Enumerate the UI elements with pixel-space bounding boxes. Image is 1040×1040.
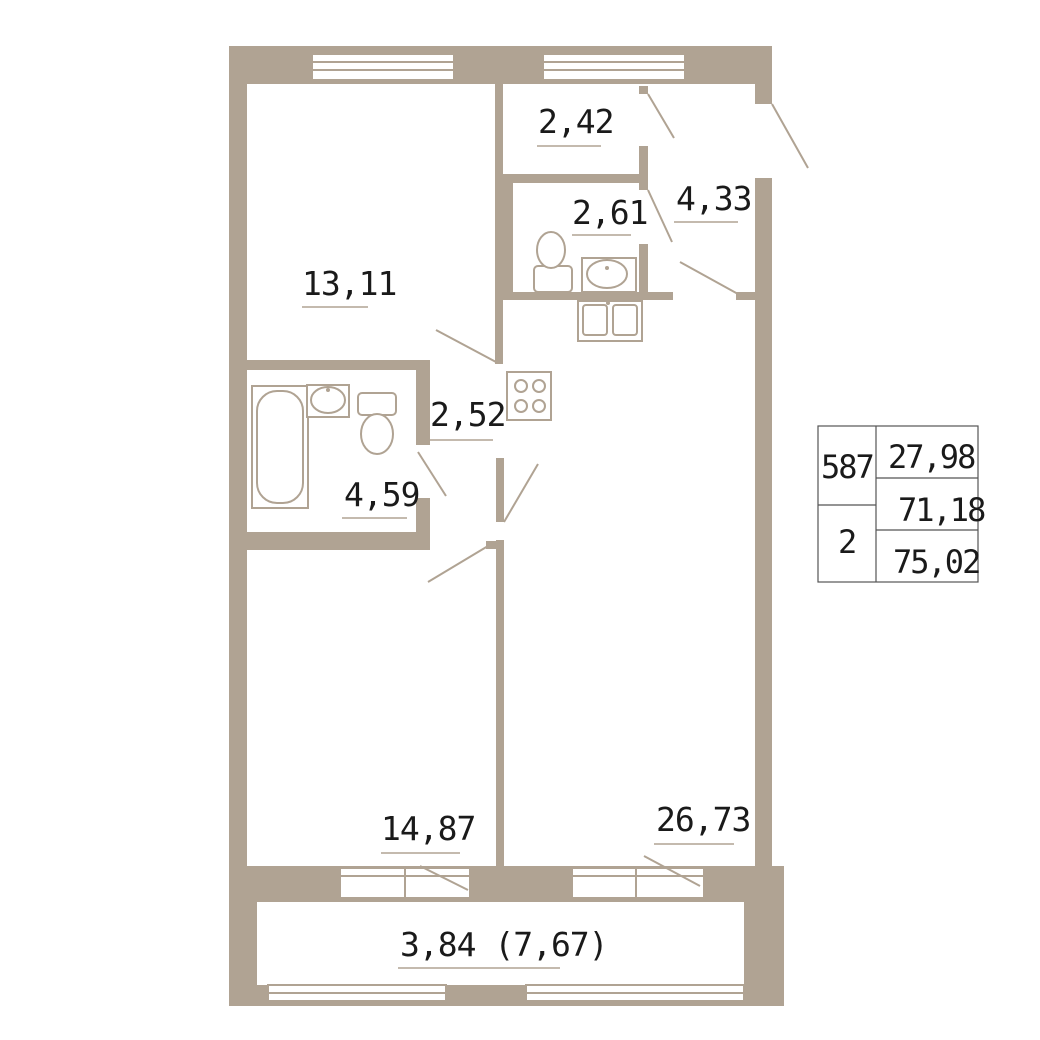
balcony-area-label: 3,84 (7,67) [400, 925, 608, 964]
outer-wall-right [755, 178, 772, 868]
stove-icon [506, 371, 552, 421]
door-storage [647, 93, 675, 139]
area-labels: 13,11 2,42 2,61 4,33 2,52 4,59 14,87 26,… [302, 102, 752, 969]
wall-mid-lower-b [496, 540, 504, 866]
bedroom-bottom-area-label: 14,87 [381, 809, 475, 848]
wall-hall-left-top [639, 146, 648, 190]
door-kitchen [503, 463, 539, 523]
apartment-number: 587 [821, 448, 873, 486]
hall-area-label: 4,33 [676, 179, 751, 218]
rooms-count: 2 [838, 523, 855, 561]
living-area-value: 27,98 [888, 438, 975, 476]
wall-mid-lower-a [496, 458, 504, 522]
bathroom-area-label: 4,59 [344, 475, 419, 514]
bathroom-sink-icon [306, 384, 350, 418]
bedroom-top-area-label: 13,11 [302, 264, 396, 303]
door-wc [647, 189, 673, 243]
wall-hall-left-bottom [639, 244, 648, 300]
wall-balcony-left [229, 866, 257, 1006]
wc-sink-icon [581, 257, 637, 293]
window-kitchen-bottom [571, 867, 705, 899]
wall-door-stub [486, 541, 496, 549]
wall-balcony-right [744, 866, 784, 1006]
fixtures [251, 231, 643, 509]
wall-bath-bottom [247, 532, 430, 550]
summary-table: 587 2 27,98 71,18 75,02 [817, 425, 987, 583]
wall-bath-top [247, 360, 430, 370]
total-area-value: 71,18 [898, 491, 985, 529]
door-balcony-left [419, 865, 469, 891]
door-entrance [771, 103, 809, 169]
bathroom-toilet-icon [357, 392, 397, 455]
door-balcony-right [643, 855, 701, 887]
windows [267, 53, 745, 1002]
window-balcony-bottom [267, 984, 745, 1002]
window-bedroom-top [311, 53, 455, 81]
storage-top-area-label: 2,42 [538, 102, 613, 141]
outer-wall-left [229, 46, 247, 1006]
kitchen-living-area-label: 26,73 [656, 800, 750, 839]
wall-storage-bottom [503, 174, 643, 183]
doors [417, 93, 809, 891]
corridor-area-label: 2,52 [430, 395, 505, 434]
wall-bath-right [416, 360, 430, 445]
door-hall [679, 261, 739, 295]
door-bedroom-top [435, 329, 497, 363]
bathtub-icon [251, 385, 309, 509]
kitchen-sink-icon [577, 300, 643, 342]
wall-hall-stub [736, 292, 756, 300]
window-storage-top [542, 53, 686, 81]
wc-toilet-icon [533, 231, 573, 293]
wall-wc-left [503, 174, 513, 299]
door-bedroom-bottom [427, 545, 489, 583]
outer-wall-right-top [755, 46, 772, 104]
outer-wall-top [229, 46, 772, 84]
wall-stub-a [639, 86, 648, 94]
wc-area-label: 2,61 [572, 193, 647, 232]
wall-wc-bottom [503, 292, 673, 300]
total-area-with-balcony-value: 75,02 [893, 543, 979, 581]
door-bathroom [417, 451, 447, 497]
wall-mid-upper [495, 84, 503, 364]
window-bedroom-bottom [339, 867, 471, 899]
